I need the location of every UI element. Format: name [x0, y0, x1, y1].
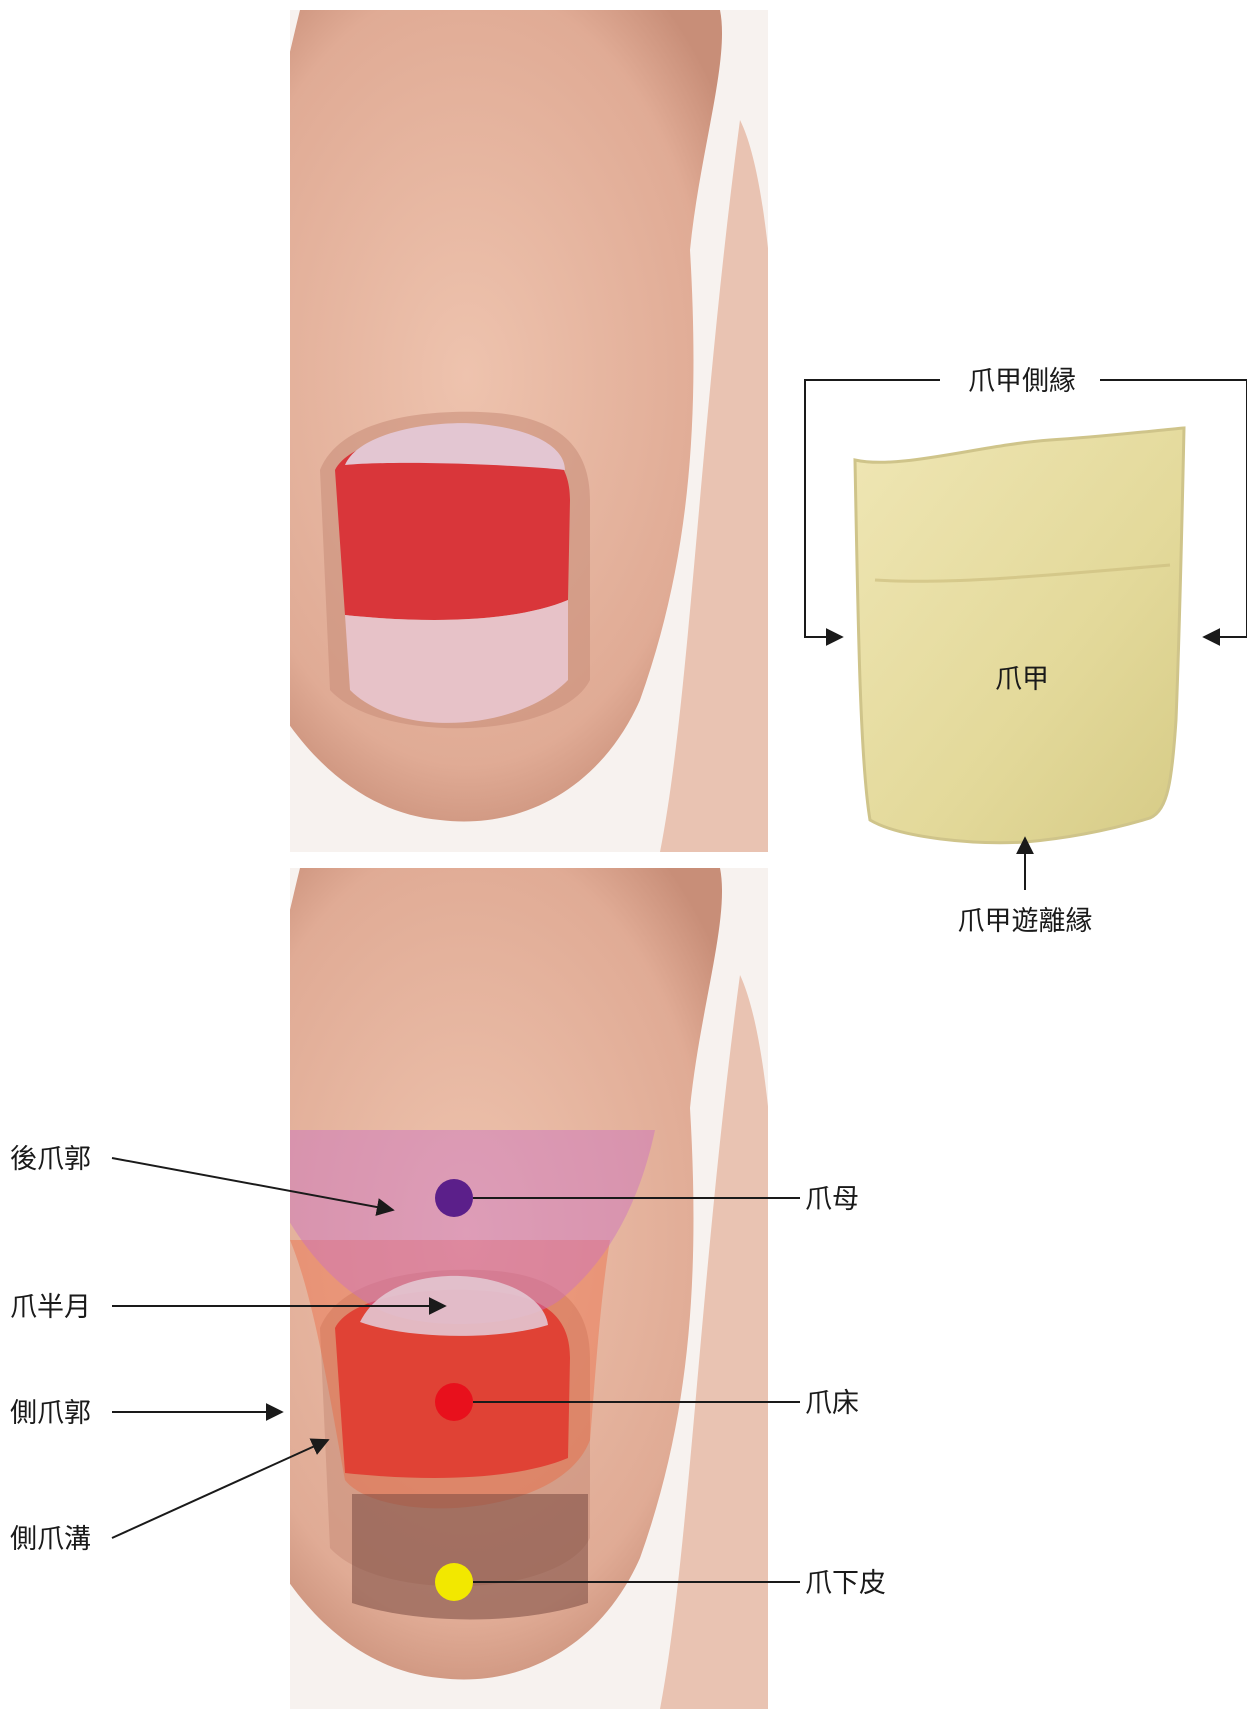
matrix-label: 爪母	[805, 1184, 859, 1215]
toe-photo-top	[211, 10, 779, 852]
free-edge-label: 爪甲遊離縁	[958, 906, 1093, 937]
lateral-edge-label: 爪甲側縁	[968, 366, 1076, 397]
nail-bed-dot	[435, 1383, 473, 1421]
hyponychium-label: 爪下皮	[805, 1568, 886, 1599]
lunula-label: 爪半月	[10, 1292, 91, 1323]
matrix-dot	[435, 1179, 473, 1217]
hyponychium-dot	[435, 1563, 473, 1601]
proximal-fold-label: 後爪郭	[10, 1144, 91, 1175]
lateral-fold-label: 側爪郭	[10, 1398, 91, 1429]
nail-bed-label: 爪床	[805, 1388, 859, 1419]
hyponychium-overlay	[352, 1494, 588, 1620]
nail-plate-photo	[855, 428, 1184, 843]
plate-label: 爪甲	[995, 664, 1049, 695]
lateral-groove-label: 側爪溝	[10, 1524, 91, 1555]
nail-plate	[855, 428, 1184, 843]
